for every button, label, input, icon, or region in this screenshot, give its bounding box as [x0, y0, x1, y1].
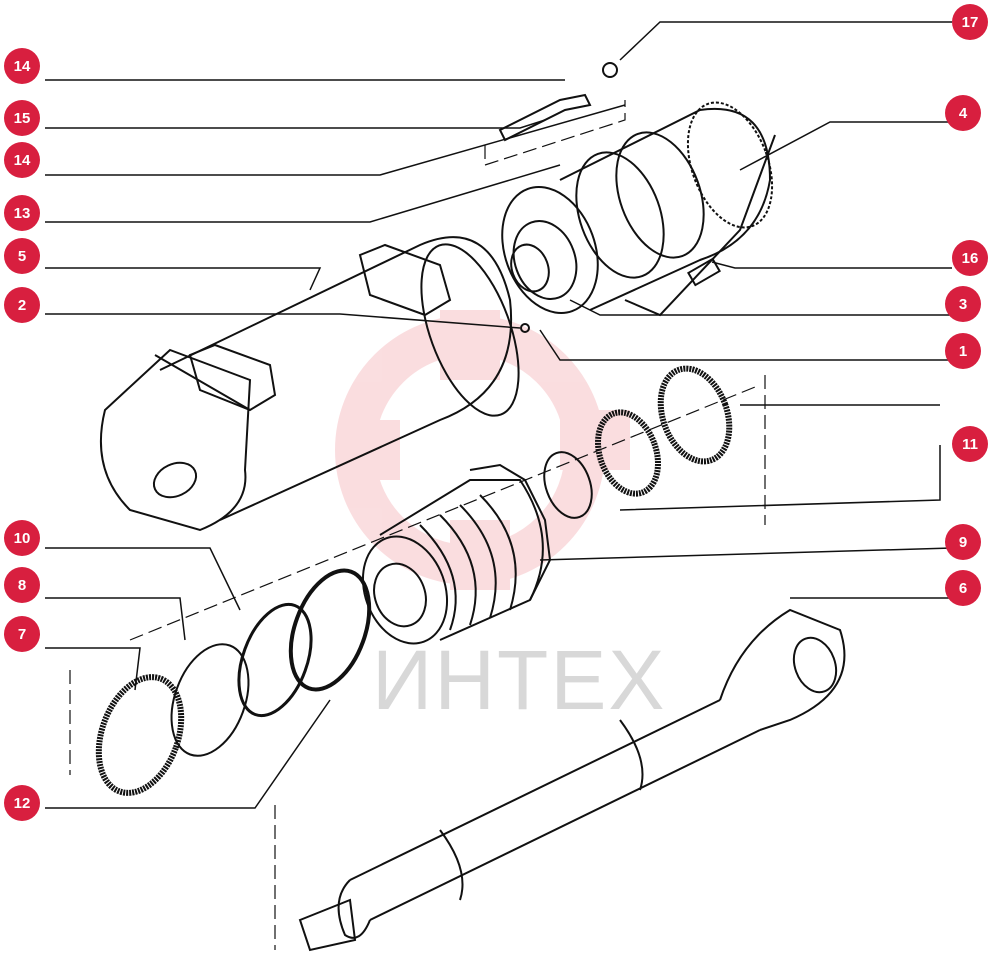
- watermark-text: ИНТЕХ: [372, 633, 667, 727]
- callout-16: 16: [952, 240, 988, 276]
- callout-10: 10: [4, 520, 40, 556]
- watermark-logo: [335, 310, 630, 590]
- ring-8: [170, 643, 250, 757]
- callout-3: 3: [945, 286, 981, 322]
- fitting: [498, 93, 592, 142]
- callout-15: 15: [4, 100, 40, 136]
- callout-2: 2: [4, 287, 40, 323]
- callout-9: 9: [945, 524, 981, 560]
- seal-outer: [657, 365, 733, 465]
- callout-11: 11: [952, 426, 988, 462]
- callout-4: 4: [945, 95, 981, 131]
- callout-5: 5: [4, 238, 40, 274]
- callout-14-mid: 14: [4, 142, 40, 178]
- callout-8: 8: [4, 567, 40, 603]
- callout-17: 17: [952, 4, 988, 40]
- callout-7: 7: [4, 616, 40, 652]
- callout-6: 6: [945, 570, 981, 606]
- ring-10: [237, 602, 313, 718]
- callout-14-top: 14: [4, 48, 40, 84]
- ring-12: [288, 568, 372, 692]
- piston-rod: [298, 608, 846, 952]
- callout-1: 1: [945, 333, 981, 369]
- ring-7: [95, 674, 185, 796]
- callout-13: 13: [4, 195, 40, 231]
- gland-assembly: [501, 101, 776, 317]
- o-ring: [543, 451, 593, 519]
- cylinder-body: [99, 236, 530, 532]
- callout-12: 12: [4, 785, 40, 821]
- seal-inner: [595, 409, 661, 497]
